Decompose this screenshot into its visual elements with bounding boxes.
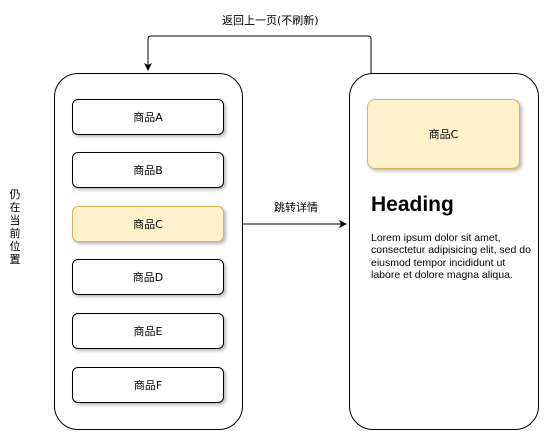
- list-item[interactable]: 商品F: [72, 367, 224, 403]
- list-item-label: 商品B: [133, 164, 163, 177]
- detail-card-label: 商品C: [428, 128, 459, 141]
- side-note-label: 仍在当前位置: [9, 188, 21, 266]
- list-item-label: 商品D: [132, 271, 164, 284]
- list-item-label: 商品E: [133, 325, 163, 338]
- list-item[interactable]: 商品B: [72, 152, 224, 188]
- list-item[interactable]: 商品A: [72, 99, 224, 135]
- back-link-label[interactable]: 返回上一页(不刷新): [222, 14, 319, 27]
- list-item-label: 商品C: [133, 218, 163, 231]
- list-item[interactable]: 商品E: [72, 313, 224, 349]
- list-item-label: 商品A: [133, 111, 163, 124]
- detail-body-text: Lorem ipsum dolor sit amet, consectetur …: [371, 232, 531, 282]
- list-item[interactable]: 商品C: [72, 206, 224, 242]
- back-connector: [144, 35, 372, 80]
- list-item[interactable]: 商品D: [72, 259, 224, 295]
- detail-product-card: 商品C: [367, 99, 520, 169]
- list-item-label: 商品F: [133, 379, 163, 392]
- jump-link-label[interactable]: 跳转详情: [274, 201, 318, 214]
- detail-heading: Heading: [371, 193, 454, 216]
